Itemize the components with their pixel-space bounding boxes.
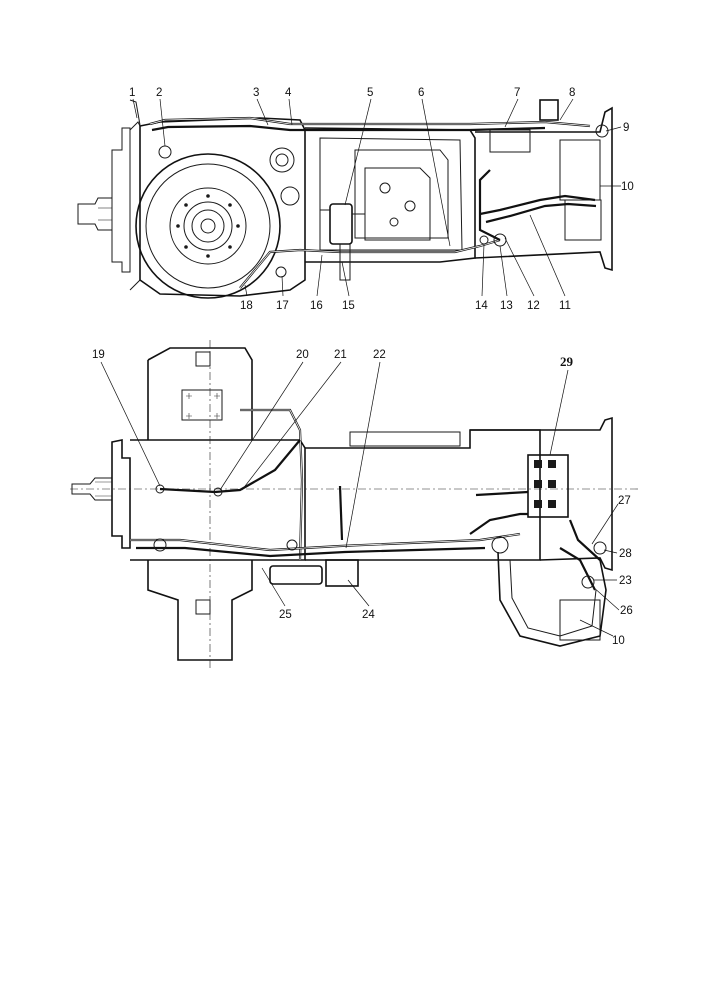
callout-10: 10	[621, 181, 634, 193]
callout-10-bottom: 10	[612, 635, 625, 647]
callout-1: 1	[129, 87, 135, 99]
callout-17: 17	[276, 300, 289, 312]
top-view-leaders	[132, 98, 622, 297]
callout-16: 16	[310, 300, 323, 312]
callout-13: 13	[500, 300, 513, 312]
callout-6: 6	[418, 87, 424, 99]
callout-21: 21	[334, 349, 347, 361]
callout-28: 28	[619, 548, 632, 560]
callout-29: 29	[560, 354, 574, 369]
callout-22: 22	[373, 349, 386, 361]
callout-9: 9	[623, 122, 629, 134]
bottom-view-callouts: 19 20 21 22 29 27 28 23 26 10 24 25	[92, 349, 633, 647]
callout-15: 15	[342, 300, 355, 312]
callout-12: 12	[527, 300, 540, 312]
callout-11: 11	[559, 300, 571, 312]
bottom-view-leaders	[100, 361, 620, 637]
callout-18: 18	[240, 300, 253, 312]
bottom-view-assembly	[70, 340, 640, 670]
top-view-assembly	[77, 99, 613, 299]
top-view-callouts: 1 2 3 4 5 6 7 8 9 10 11 12 13 14 15 16 1…	[129, 87, 634, 312]
callout-7: 7	[514, 87, 520, 99]
callout-20: 20	[296, 349, 309, 361]
callout-14: 14	[475, 300, 488, 312]
callout-2: 2	[156, 87, 162, 99]
callout-23: 23	[619, 575, 632, 587]
callout-26: 26	[620, 605, 633, 617]
callout-8: 8	[569, 87, 575, 99]
callout-3: 3	[253, 87, 259, 99]
callout-5: 5	[367, 87, 373, 99]
callout-24: 24	[362, 609, 375, 621]
callout-27: 27	[618, 495, 631, 507]
callout-19: 19	[92, 349, 105, 361]
callout-4: 4	[285, 87, 292, 99]
callout-25: 25	[279, 609, 292, 621]
